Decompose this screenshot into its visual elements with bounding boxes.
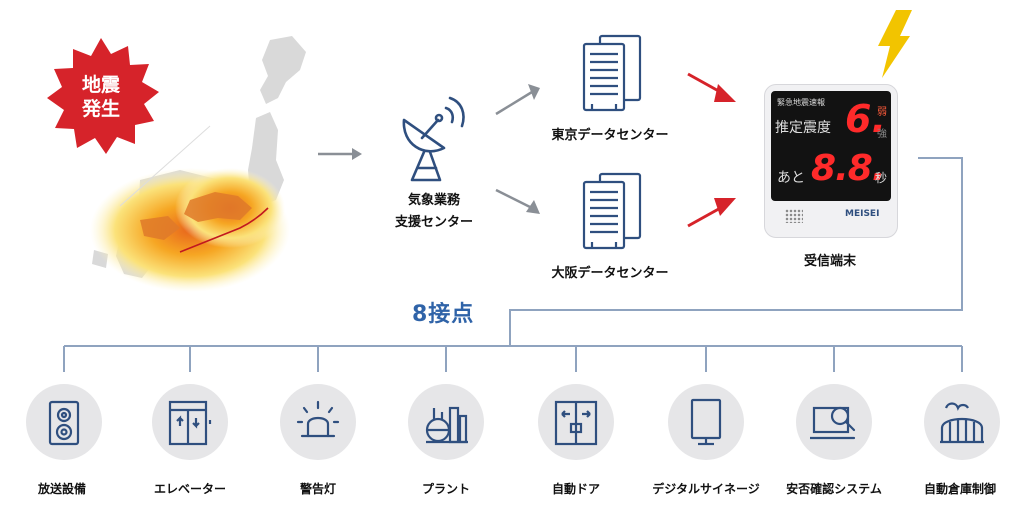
arrows-to-datacenters [495, 84, 540, 214]
badge-line-1: 地震 [81, 74, 120, 96]
screen-header: 緊急地震速報 [777, 98, 825, 107]
receiver-terminal: 緊急地震速報 推定震度 6. 弱 強 あと 8.8. 秒 MEISEI [764, 84, 898, 238]
center-label-line-1: 気象業務 [407, 193, 460, 208]
device-label-warning: 警告灯 [299, 482, 337, 496]
center-label-line-2: 支援センター [394, 215, 473, 230]
lightning-bolt-icon [878, 10, 912, 78]
contacts-label: 8接点 [412, 302, 475, 327]
arrows-to-receiver [687, 72, 736, 228]
satellite-dish-icon [402, 96, 465, 182]
receiver-label: 受信端末 [803, 254, 856, 269]
device-label-warehouse: 自動倉庫制御 [923, 482, 997, 496]
safety-check-icon [810, 406, 856, 440]
device-plant [408, 384, 484, 460]
device-label-broadcast: 放送設備 [37, 482, 87, 496]
device-safety-check [796, 384, 872, 460]
device-broadcast [26, 384, 102, 460]
warning-light-icon [296, 400, 340, 438]
intensity-unit: 弱 [877, 107, 887, 118]
arrow-to-center [318, 148, 362, 160]
device-label-elevator: エレベーター [153, 482, 227, 496]
japan-map [90, 36, 306, 292]
device-warehouse [924, 384, 1000, 460]
speaker-icon [48, 400, 80, 446]
intensity-value: 6. [845, 97, 886, 141]
automatic-door-icon [554, 400, 598, 446]
countdown-value: 8.8. [811, 148, 885, 189]
burst-icon [47, 38, 159, 154]
receiver-screen: 緊急地震速報 推定震度 6. 弱 強 あと 8.8. 秒 [771, 91, 891, 201]
speaker-grille [785, 209, 803, 223]
tokyo-server-icon [582, 34, 642, 112]
osaka-server-icon [582, 172, 642, 250]
device-label-door: 自動ドア [551, 482, 601, 496]
warehouse-icon [940, 402, 984, 444]
device-warning-light [280, 384, 356, 460]
brand-logo: MEISEI [845, 209, 880, 219]
tokyo-datacenter-label: 東京データセンター [551, 128, 669, 143]
device-elevator [152, 384, 228, 460]
plant-icon [425, 406, 468, 444]
earthquake-badge: 地震 発生 [40, 36, 162, 158]
device-label-safety: 安否確認システム [786, 482, 882, 496]
signage-icon [690, 398, 722, 446]
badge-line-2: 発生 [81, 98, 120, 120]
osaka-datacenter-label: 大阪データセンター [551, 266, 669, 281]
elevator-icon [168, 400, 212, 446]
countdown-label: あと [777, 170, 805, 186]
device-label-signage: デジタルサイネージ [652, 482, 760, 496]
countdown-unit: 秒 [875, 171, 888, 185]
device-signage [668, 384, 744, 460]
device-automatic-door [538, 384, 614, 460]
intensity-label: 推定震度 [775, 120, 831, 136]
device-label-plant: プラント [421, 482, 471, 496]
intensity-unit-2: 強 [877, 129, 887, 140]
